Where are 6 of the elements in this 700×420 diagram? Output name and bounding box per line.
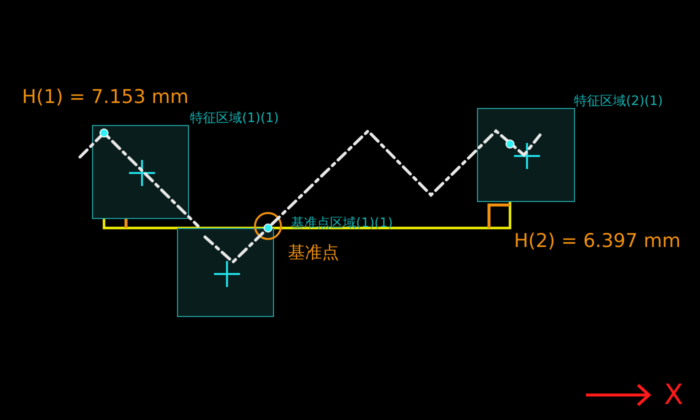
region-label: 特征区域(2)(1) <box>574 94 663 109</box>
axis-label: X <box>664 378 684 411</box>
measurement-label: H(2) = 6.397 mm <box>514 230 681 252</box>
region-label: 特征区域(1)(1) <box>190 111 279 126</box>
reference-point-label: 基准点 <box>288 242 339 264</box>
measurement-label: H(1) = 7.153 mm <box>22 86 189 108</box>
